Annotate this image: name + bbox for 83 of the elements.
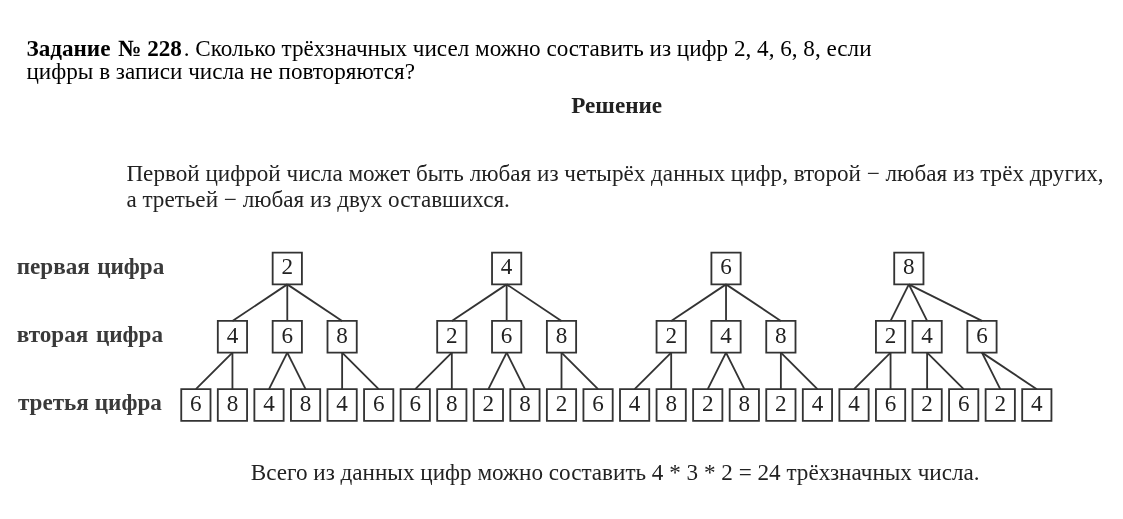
connector (487, 351, 508, 390)
connector (633, 351, 673, 390)
node-box: 4 (1021, 387, 1053, 422)
node-box: 2 (875, 319, 907, 354)
connector (779, 351, 819, 390)
label: первая цифра (16, 252, 165, 279)
node-box: 8 (216, 387, 248, 422)
node-box: 4 (838, 387, 870, 422)
node-box: 6 (399, 387, 431, 422)
connector (670, 282, 727, 322)
connector (926, 351, 965, 390)
connector (414, 351, 453, 390)
connector (907, 282, 983, 322)
node-box: 6 (966, 319, 998, 354)
connector (505, 351, 526, 390)
connector (889, 351, 892, 390)
node-box: 4 (216, 319, 248, 354)
node-box: 4 (253, 387, 285, 422)
connector (268, 351, 289, 390)
node-box: 2 (984, 387, 1016, 422)
connector (926, 351, 929, 390)
node-box: 4 (710, 319, 742, 354)
node-box: 8 (326, 319, 358, 354)
node-box: 6 (582, 387, 614, 422)
node-box: 4 (801, 387, 833, 422)
connector (286, 282, 289, 322)
node-box: 8 (545, 319, 578, 354)
node-box: 6 (180, 387, 212, 422)
connector (907, 282, 929, 322)
diagram-title: Задание № 228. Сколько трёхзначных чисел можно составить из цифр 2, 4, 6, 8, если цифры в записи числа не повторяются? (26, 33, 872, 84)
connector (725, 351, 746, 390)
node-box: 2 (765, 387, 797, 422)
connector (450, 282, 508, 322)
connector (505, 282, 563, 322)
connector (706, 351, 727, 390)
connector (981, 351, 1002, 390)
label: Решение (571, 91, 663, 118)
connector (670, 351, 673, 390)
node-box: 2 (472, 387, 504, 422)
node-box: 6 (491, 319, 523, 354)
connector (725, 282, 727, 322)
connector (889, 282, 910, 322)
node-box: 2 (911, 387, 943, 422)
connector (341, 351, 380, 390)
node-box: 2 (692, 387, 724, 422)
node-box: 4 (491, 251, 523, 285)
connector (560, 351, 599, 390)
node-box: 6 (948, 387, 980, 422)
connector (505, 282, 508, 322)
node-box: 4 (326, 387, 358, 422)
label: Всего из данных цифр можно составить 4 * 3 * 2 = 24 трёхзначных числа. (250, 458, 980, 485)
node-box: 6 (875, 387, 907, 422)
node-box: 8 (509, 387, 541, 422)
connector (725, 282, 782, 322)
connector (450, 351, 453, 390)
node-box: 2 (655, 319, 687, 354)
node-box: 8 (436, 387, 468, 422)
node-box: 4 (619, 387, 651, 422)
connector (286, 351, 307, 390)
node-box: 2 (271, 251, 303, 285)
connector (981, 351, 1038, 390)
node-box: 8 (893, 251, 925, 285)
connector (286, 282, 344, 322)
node-box: 6 (710, 251, 742, 285)
connector (560, 351, 563, 390)
node-box: 2 (436, 319, 468, 354)
label: вторая цифра (16, 320, 164, 347)
connector (779, 351, 782, 390)
label: третья цифра (17, 388, 162, 415)
connector (341, 351, 344, 390)
node-box: 6 (271, 319, 303, 354)
connector (853, 351, 892, 390)
connector (194, 351, 234, 390)
node-box: 8 (655, 387, 687, 422)
node-box: 4 (911, 319, 943, 354)
node-box: 8 (728, 387, 760, 422)
node-box: 8 (290, 387, 322, 422)
connector (231, 282, 289, 322)
connector (231, 351, 234, 390)
node-box: 8 (765, 319, 797, 354)
label: Первой цифрой числа может быть любая из четырёх данных цифр, второй − любая из трёх других, а третьей − любая из двух оставшихся. (126, 159, 1104, 212)
node-box: 2 (545, 387, 578, 422)
node-box: 6 (363, 387, 395, 422)
